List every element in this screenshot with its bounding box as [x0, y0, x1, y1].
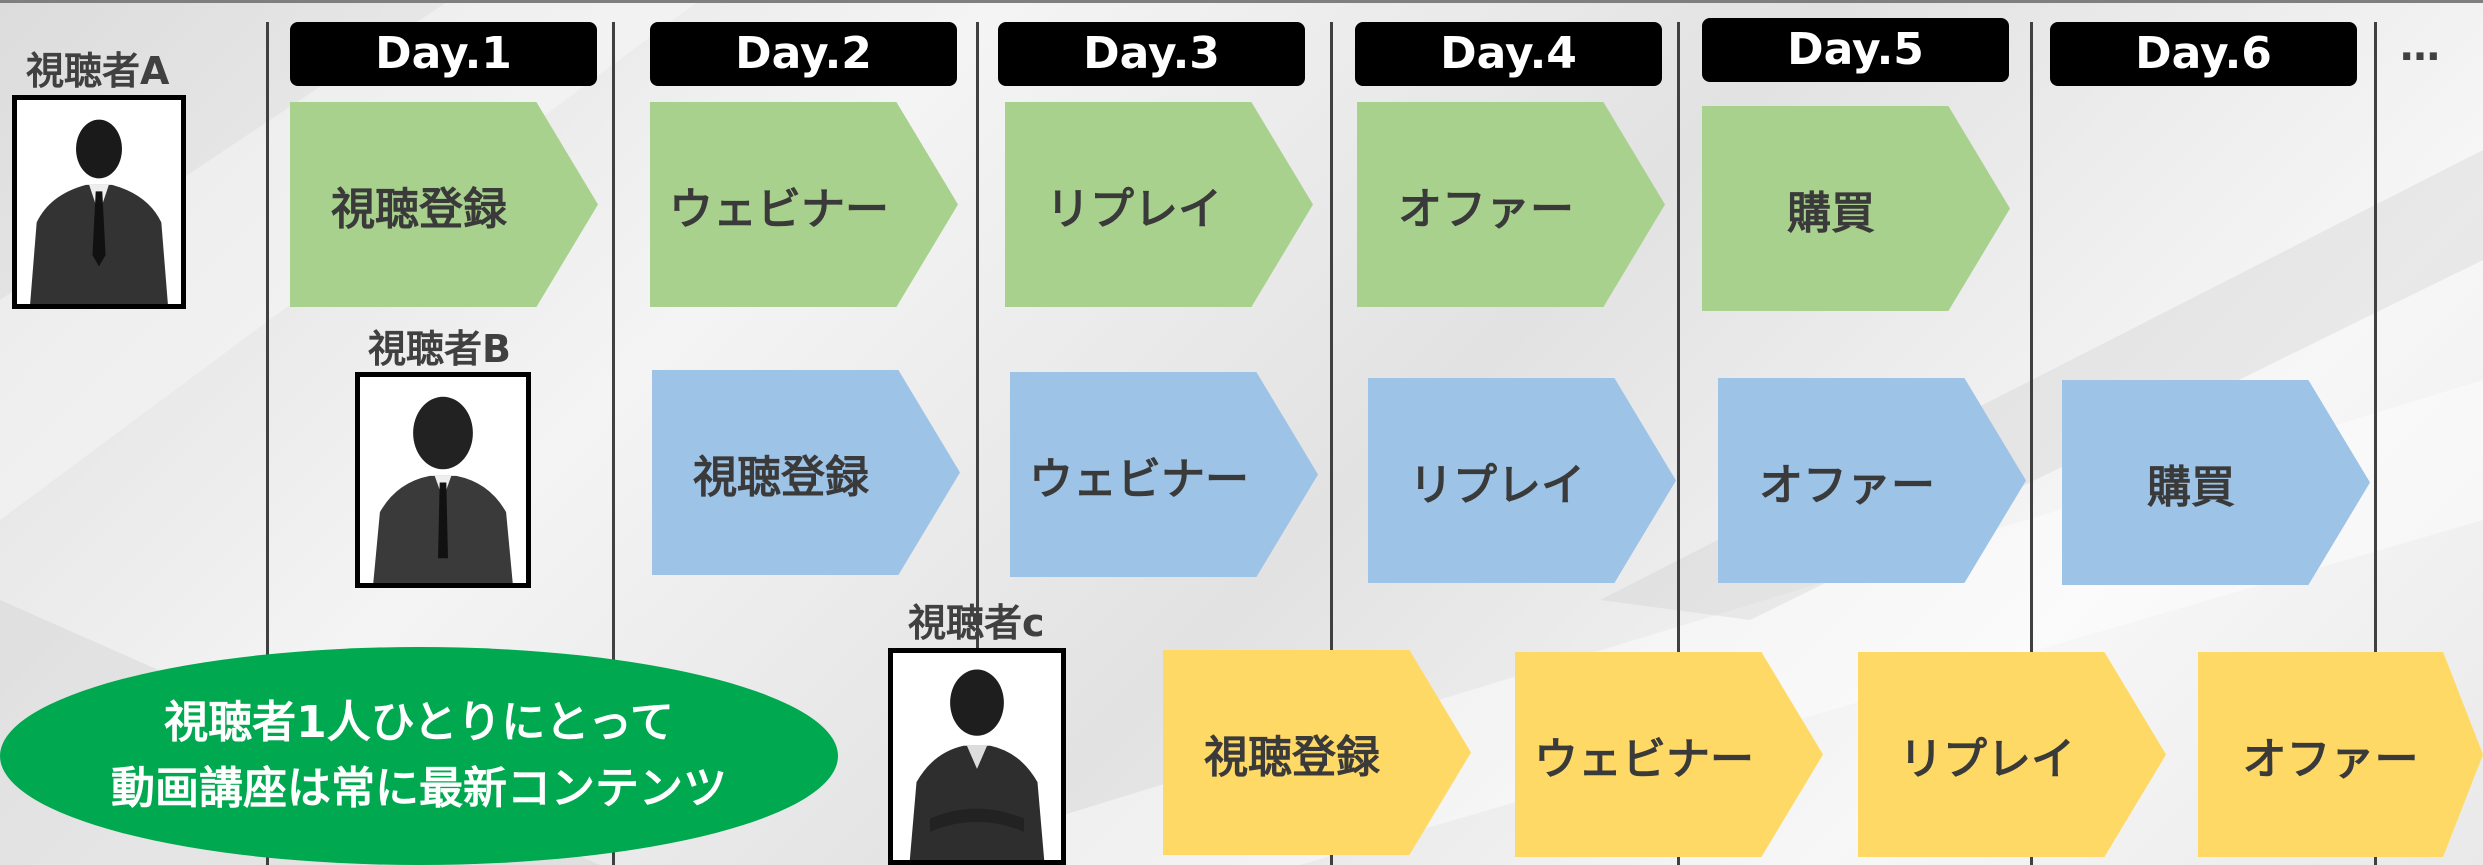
- viewer-c-step-1: 視聴登録: [1163, 650, 1471, 855]
- day-header-1: Day.1: [290, 22, 597, 86]
- day-separator: [2030, 22, 2033, 865]
- viewer-a-step-5: 購買: [1702, 106, 2010, 311]
- message-line-2: 動画講座は常に最新コンテンツ: [111, 763, 727, 814]
- viewer-b-label: 視聴者B: [368, 327, 511, 371]
- top-rule: [0, 0, 2483, 3]
- day-separator: [612, 22, 615, 865]
- day-separator: [266, 22, 269, 865]
- viewer-a-label: 視聴者A: [26, 49, 170, 93]
- day-header-6: Day.6: [2050, 22, 2357, 86]
- viewer-c-step-4: オファー: [2198, 652, 2483, 857]
- viewer-a-step-2: ウェビナー: [650, 102, 958, 307]
- day-header-5: Day.5: [1702, 18, 2009, 82]
- more-days-label: …: [2400, 24, 2440, 70]
- message-line-1: 視聴者1人ひとりにとって: [164, 697, 674, 748]
- day-header-2: Day.2: [650, 22, 957, 86]
- viewer-b-portrait: [355, 372, 531, 588]
- day-separator: [1330, 22, 1333, 865]
- viewer-b-step-2: ウェビナー: [1010, 372, 1318, 577]
- day-separator: [976, 22, 979, 865]
- message-oval: 視聴者1人ひとりにとって 動画講座は常に最新コンテンツ: [0, 647, 838, 865]
- day-separator: [2374, 22, 2377, 865]
- day-header-3: Day.3: [998, 22, 1305, 86]
- woman-silhouette-icon: [360, 377, 526, 583]
- viewer-a-portrait: [12, 95, 186, 309]
- man-silhouette-icon: [17, 100, 181, 304]
- viewer-b-step-3: リプレイ: [1368, 378, 1676, 583]
- viewer-c-step-2: ウェビナー: [1515, 652, 1823, 857]
- viewer-b-step-4: オファー: [1718, 378, 2026, 583]
- viewer-a-step-3: リプレイ: [1005, 102, 1313, 307]
- viewer-a-step-1: 視聴登録: [290, 102, 598, 307]
- day-header-4: Day.4: [1355, 22, 1662, 86]
- viewer-c-step-3: リプレイ: [1858, 652, 2166, 857]
- viewer-c-portrait: [888, 648, 1066, 865]
- viewer-a-step-4: オファー: [1357, 102, 1665, 307]
- day-separator: [1677, 22, 1680, 865]
- woman-silhouette-icon: [893, 653, 1061, 860]
- viewer-b-step-5: 購買: [2062, 380, 2370, 585]
- viewer-b-step-1: 視聴登録: [652, 370, 960, 575]
- viewer-c-label: 視聴者c: [908, 601, 1045, 645]
